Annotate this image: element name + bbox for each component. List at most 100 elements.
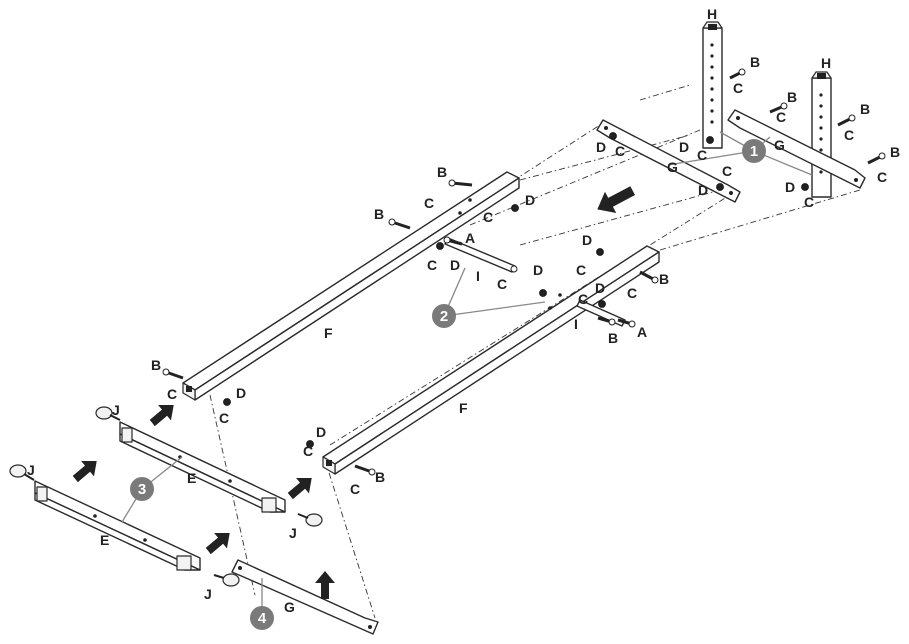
label-d: D	[596, 139, 606, 155]
nut-d	[223, 398, 231, 406]
nut-d	[716, 183, 724, 191]
nut-d	[306, 440, 314, 448]
label-d: D	[525, 192, 535, 208]
arrow-icon	[149, 405, 174, 427]
label-c: C	[350, 481, 360, 497]
label-e: E	[100, 532, 109, 548]
label-h: H	[707, 6, 717, 22]
label-j: J	[289, 525, 297, 541]
knob-j	[9, 406, 323, 587]
alignment-lines	[194, 84, 861, 619]
step-badge-3: 3	[130, 477, 154, 501]
bolt-a	[617, 318, 636, 328]
bolt-a	[443, 236, 463, 246]
label-c: C	[697, 147, 707, 163]
bolt-b	[729, 68, 746, 80]
label-d: D	[679, 139, 689, 155]
bolt-b	[837, 114, 856, 127]
label-c: C	[615, 143, 625, 159]
label-e: E	[187, 470, 196, 486]
label-b: B	[437, 164, 447, 180]
upright-h-left	[702, 21, 723, 149]
arrow-icon	[205, 533, 230, 555]
hardware	[162, 68, 886, 476]
label-c: C	[427, 257, 437, 273]
label-c: C	[483, 209, 493, 225]
label-d: D	[582, 232, 592, 248]
bolt-b	[448, 179, 473, 187]
direction-arrows	[72, 186, 636, 599]
label-a: A	[637, 324, 647, 340]
cross-bracket-g-top-front	[596, 119, 741, 203]
label-c: C	[303, 443, 313, 459]
label-h: H	[821, 55, 831, 71]
step-badge-1: 1	[742, 139, 766, 163]
label-c: C	[497, 276, 507, 292]
long-tube-f-left	[182, 171, 520, 401]
label-d: D	[698, 182, 708, 198]
label-b: B	[750, 54, 760, 70]
label-d: D	[533, 262, 543, 278]
knob-j-2	[9, 464, 35, 481]
label-j: J	[112, 402, 120, 418]
arrow-icon	[72, 461, 97, 483]
knob-j-3	[297, 513, 323, 527]
label-c: C	[844, 127, 854, 143]
knob-j-1	[95, 406, 121, 421]
bolt-b	[867, 152, 886, 165]
foot-e-lower	[34, 480, 201, 571]
nut-d	[539, 289, 547, 297]
step-badge-2: 2	[432, 304, 456, 328]
label-j: J	[204, 586, 212, 602]
label-c: C	[576, 262, 586, 278]
label-g: G	[667, 159, 678, 175]
bolt-b	[354, 464, 376, 476]
label-c: C	[167, 386, 177, 402]
arrow-icon	[315, 571, 335, 599]
svg-text:3: 3	[138, 481, 146, 498]
label-i: I	[476, 268, 480, 284]
label-f: F	[324, 325, 333, 341]
long-tube-f-right	[322, 245, 660, 475]
label-d: D	[316, 424, 326, 440]
cross-bracket-g-bottom	[231, 559, 379, 635]
bolt-b	[769, 102, 788, 114]
nut-d	[609, 132, 617, 140]
label-b: B	[374, 206, 384, 222]
label-j: J	[27, 462, 35, 478]
foot-e-upper	[119, 421, 286, 513]
bolt-b	[162, 368, 184, 380]
label-c: C	[219, 410, 229, 426]
part-labels: H H B B B B B B B B B B C C C C C C C C …	[27, 6, 900, 615]
label-g: G	[774, 137, 785, 153]
label-b: B	[659, 271, 669, 287]
svg-text:2: 2	[440, 308, 448, 325]
label-b: B	[151, 357, 161, 373]
label-d: D	[785, 179, 795, 195]
bolt-b	[639, 270, 659, 284]
bolt-b	[388, 218, 411, 230]
label-c: C	[424, 195, 434, 211]
cross-bracket-g-top-back	[727, 109, 866, 189]
label-b: B	[375, 469, 385, 485]
nut-d	[436, 242, 444, 250]
label-c: C	[877, 169, 887, 185]
label-b: B	[787, 89, 797, 105]
label-d: D	[595, 280, 605, 296]
upright-h-right	[811, 71, 832, 198]
nut-d	[596, 248, 604, 256]
label-i: I	[574, 316, 578, 332]
label-b: B	[890, 144, 900, 160]
label-b: B	[860, 101, 870, 117]
label-d: D	[450, 257, 460, 273]
nut-d	[706, 136, 714, 144]
label-c: C	[722, 163, 732, 179]
svg-text:1: 1	[750, 143, 758, 160]
nut-d	[801, 183, 809, 191]
svg-text:4: 4	[258, 610, 267, 627]
label-b: B	[608, 330, 618, 346]
label-a: A	[465, 230, 475, 246]
nut-d	[511, 204, 519, 212]
arrow-icon	[597, 186, 636, 213]
step-badge-4: 4	[250, 606, 274, 630]
